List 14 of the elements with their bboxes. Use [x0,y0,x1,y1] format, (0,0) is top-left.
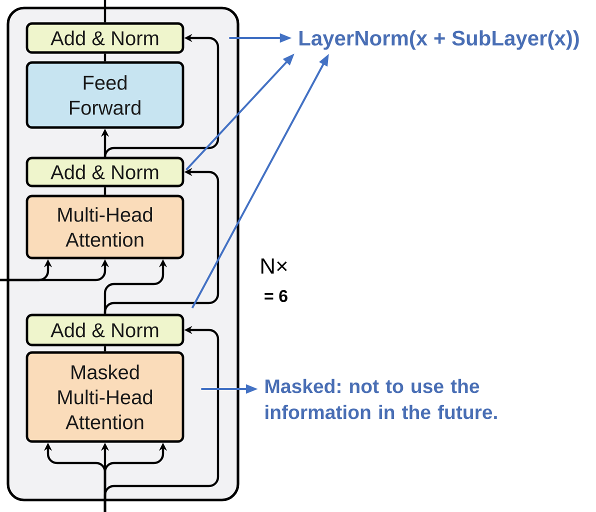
repeat-label: = 6 [264,290,288,302]
connector-line [104,54,106,62]
process-box: Add & Norm [26,22,184,54]
annotation-text: LayerNorm(x + SubLayer(x)) [300,30,579,50]
connector-line [104,187,106,195]
process-box: Add & Norm [26,156,184,188]
process-box: Masked Multi-Head Attention [26,351,184,443]
repeat-label: N× [261,258,287,274]
connector-line [104,346,106,352]
process-box: Add & Norm [26,314,184,346]
process-box: Feed Forward [26,61,184,129]
annotation-text: Masked: not to use the information in the future. [266,378,497,420]
connector-line [104,0,106,22]
process-box: Multi-Head Attention [26,194,184,260]
